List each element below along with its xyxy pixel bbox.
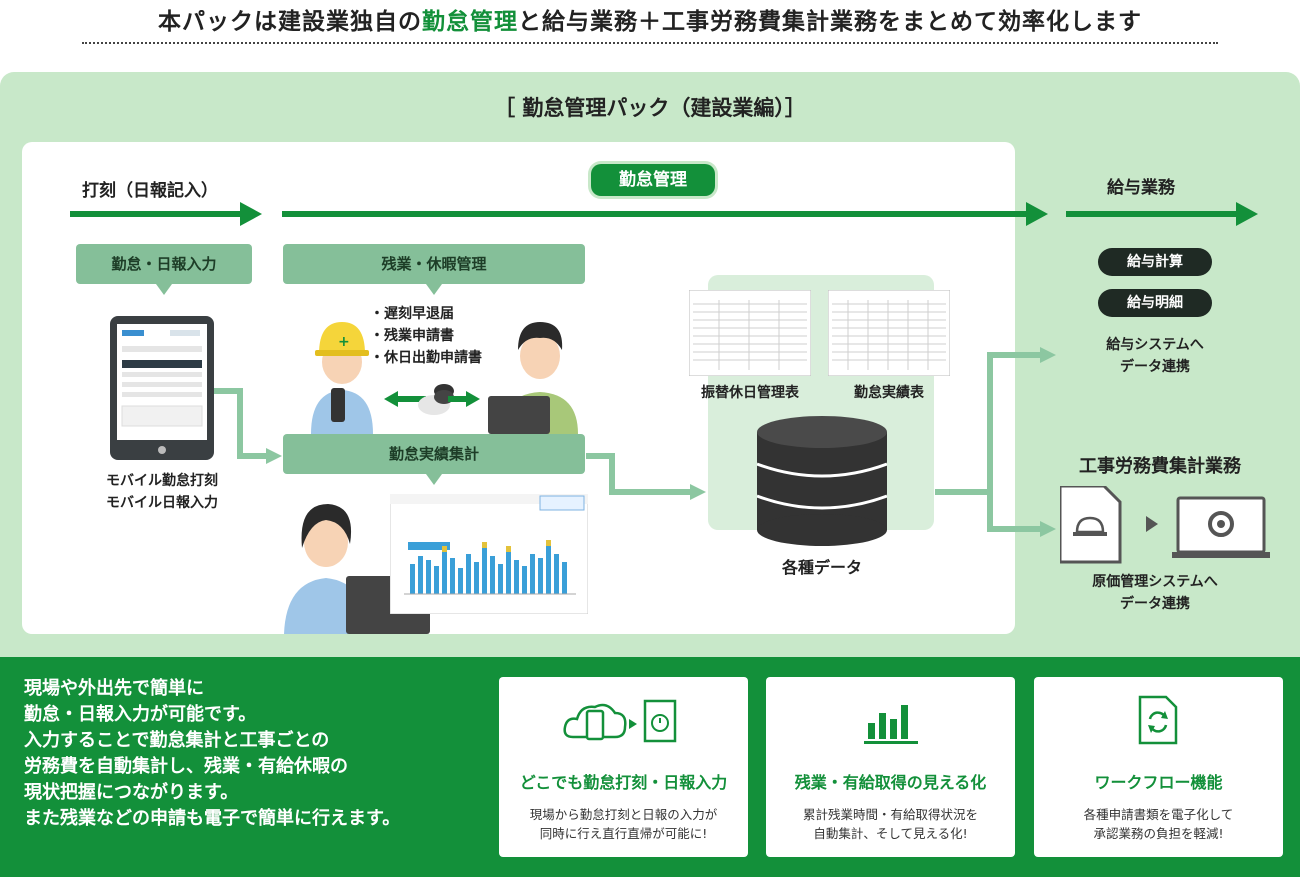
labor-system-icons [1060,486,1270,564]
card-desc-line: 同時に行え直行直帰が可能に! [539,826,708,841]
payroll-arrow-head [1236,202,1258,226]
labor-link-line2: データ連携 [1120,596,1190,612]
feature-card-anywhere: どこでも勤怠打刻・日報入力 現場から勤怠打刻と日報の入力が 同時に行え直行直帰が… [499,677,748,857]
cloud-phone-icon [563,699,677,743]
card-desc-line: 承認業務の負担を軽減! [1093,826,1224,841]
input-box: 勤怠・日報入力 [76,244,252,284]
overtime-item: ・残業申請書 [370,328,454,344]
stamp-arrow-head [240,202,262,226]
tablet-caption-line2: モバイル日報入力 [106,495,218,511]
labor-title: 工事労務費集計業務 [1079,456,1241,477]
attendance-record-doc-icon [828,290,950,376]
feature-card-visualize: 残業・有給取得の見える化 累計残業時間・有給取得状況を 自動集計、そして見える化… [766,677,1015,857]
headline-divider [82,42,1218,44]
card-desc: 累計残業時間・有給取得状況を 自動集計、そして見える化! [766,805,1015,843]
headline-part2: と給与業務＋工事労務費集計業務をまとめて効率化します [518,9,1142,35]
db-to-labor-connector [987,492,1042,532]
card-desc: 各種申請書類を電子化して 承認業務の負担を軽減! [1034,805,1283,843]
tablet-connector [213,388,270,459]
headline: 本パックは建設業独自の勤怠管理と給与業務＋工事労務費集計業務をまとめて効率化しま… [0,2,1300,36]
chart-screenshot-icon [390,494,588,614]
doc1-label: 振替休日管理表 [701,385,799,401]
workflow-document-icon [1138,695,1178,745]
female-worker-icon [284,504,430,634]
overtime-list: ・遅刻早退届 ・残業申請書 ・休日出勤申請書 [370,303,482,369]
card-desc-line: 現場から勤怠打刻と日報の入力が [529,807,718,822]
feature-card-workflow: ワークフロー機能 各種申請書類を電子化して 承認業務の負担を軽減! [1034,677,1283,857]
overtime-item: ・休日出勤申請書 [370,350,482,366]
summary-line: 労務費を自動集計し、残業・有給休暇の [24,756,348,777]
aggregate-connector [586,453,692,495]
payroll-calc-pill: 給与計算 [1098,248,1212,276]
database-icon [757,416,887,546]
play-arrow-icon [1146,516,1158,532]
stamp-label: 打刻（日報記入） [82,181,218,201]
cloud-sync-icon [384,384,480,415]
helmet-icon [1075,516,1105,534]
headline-part1: 本パックは建設業独自の [158,9,422,35]
card-desc-line: 各種申請書類を電子化して [1083,807,1234,822]
card-title: ワークフロー機能 [1094,773,1223,792]
features-summary: 現場や外出先で簡単に 勤怠・日報入力が可能です。 入力することで勤怠集計と工事ご… [24,676,494,832]
payroll-arrow-line [1066,211,1238,217]
attendance-arrow-head [1026,202,1048,226]
tablet-caption-line1: モバイル勤怠打刻 [106,473,218,489]
card-title: どこでも勤怠打刻・日報入力 [519,773,728,792]
tablet-icon [110,316,214,460]
doc2-label: 勤怠実績表 [854,385,924,401]
payroll-link-line2: データ連携 [1120,359,1190,375]
card-title: 残業・有給取得の見える化 [794,773,987,792]
tablet-caption: モバイル勤怠打刻 モバイル日報入力 [80,470,244,514]
attendance-pill: 勤怠管理 [591,164,715,196]
payroll-slip-pill: 給与明細 [1098,289,1212,317]
flow-arrows [70,202,1258,537]
stamp-arrow-line [70,211,242,217]
labor-link-line1: 原価管理システムへ [1092,574,1218,590]
summary-line: 入力することで勤怠集計と工事ごとの [24,730,330,751]
document-icon [1060,486,1122,564]
payroll-link: 給与システムへ データ連携 [1075,334,1235,378]
summary-line: 現場や外出先で簡単に [24,678,204,699]
card-desc: 現場から勤怠打刻と日報の入力が 同時に行え直行直帰が可能に! [499,805,748,843]
summary-line: 勤怠・日報入力が可能です。 [24,704,257,725]
payroll-label: 給与業務 [1107,178,1175,198]
aggregate-box: 勤怠実績集計 [283,434,585,474]
db-label: 各種データ [781,558,862,577]
attendance-arrow-line [282,211,1028,217]
summary-line: 現状把握につながります。 [24,782,239,803]
substitute-holiday-doc-icon [689,290,811,376]
db-to-payroll-connector [935,352,1042,495]
overtime-box: 残業・休暇管理 [283,244,585,284]
gear-icon [1208,511,1234,537]
overtime-item: ・遅刻早退届 [370,306,454,322]
card-desc-line: 累計残業時間・有給取得状況を [802,807,978,822]
payroll-link-line1: 給与システムへ [1106,337,1204,353]
card-desc-line: 自動集計、そして見える化! [813,826,968,841]
pack-title: ［ 勤怠管理パック（建設業編）］ [494,96,806,120]
bar-chart-icon [864,705,918,744]
labor-link: 原価管理システムへ データ連携 [1075,571,1235,615]
svg-text:+: + [338,334,350,350]
worker-helmet-icon: + [311,322,373,434]
headline-highlight: 勤怠管理 [422,9,518,35]
summary-line: また残業などの申請も電子で簡単に行えます。 [24,808,401,829]
office-worker-icon [488,322,578,434]
